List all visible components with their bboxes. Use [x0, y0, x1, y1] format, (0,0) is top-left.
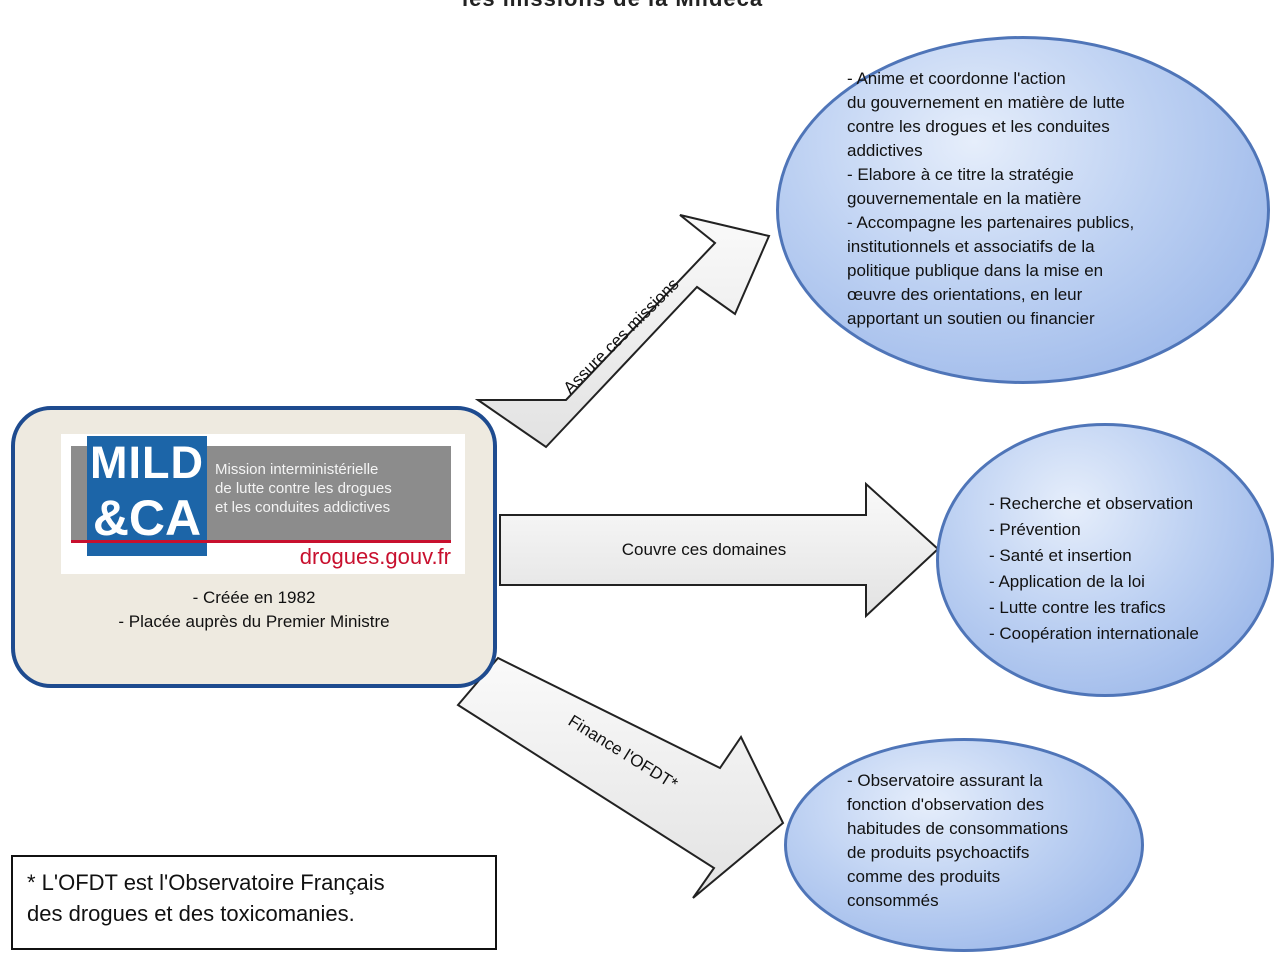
mildeca-logo: MILD &CA Mission interministérielle de l…	[61, 434, 465, 574]
arrow-missions	[474, 214, 771, 449]
missions-line: contre les drogues et les conduites	[847, 117, 1110, 136]
fact-line: - Placée auprès du Premier Ministre	[118, 612, 390, 631]
arrow-domaines-label: Couvre ces domaines	[622, 540, 786, 559]
ofdt-text: - Observatoire assurant la fonction d'ob…	[847, 769, 1068, 913]
domaines-ellipse: - Recherche et observation - Prévention …	[936, 423, 1274, 697]
missions-ellipse: - Anime et coordonne l'action du gouvern…	[776, 36, 1270, 384]
arrow-domaines	[499, 481, 940, 619]
missions-line: politique publique dans la mise en	[847, 261, 1104, 280]
domaine-line: - Prévention	[989, 520, 1081, 539]
missions-line: œuvre des orientations, en leur	[847, 285, 1083, 304]
logo-desc-line: Mission interministérielle	[215, 461, 379, 478]
domaine-line: - Santé et insertion	[989, 546, 1132, 565]
logo-desc-line: de lutte contre les drogues	[215, 480, 392, 497]
logo-url: drogues.gouv.fr	[299, 544, 451, 569]
ofdt-line: de produits psychoactifs	[847, 843, 1030, 862]
ofdt-line: comme des produits	[847, 867, 1001, 886]
missions-line: - Elabore à ce titre la stratégie	[847, 165, 1074, 184]
footnote-line: * L'OFDT est l'Observatoire Français	[27, 870, 385, 895]
domaine-line: - Recherche et observation	[989, 494, 1194, 513]
logo-acronym-line2: &CA	[92, 490, 202, 546]
missions-line: apportant un soutien ou financier	[847, 309, 1095, 328]
missions-line: institutionnels et associatifs de la	[847, 237, 1095, 256]
missions-line: addictives	[847, 141, 923, 160]
logo-red-line	[71, 540, 451, 543]
arrow-missions-label: Assure ces missions	[560, 275, 683, 398]
mildeca-facts: - Créée en 1982 - Placée auprès du Premi…	[15, 586, 493, 634]
ofdt-line: habitudes de consommations	[847, 819, 1069, 838]
missions-line: - Accompagne les partenaires publics,	[847, 213, 1135, 232]
ofdt-ellipse: - Observatoire assurant la fonction d'ob…	[784, 738, 1144, 952]
missions-line: - Anime et coordonne l'action	[847, 69, 1066, 88]
ofdt-line: consommés	[847, 891, 939, 910]
missions-text: - Anime et coordonne l'action du gouvern…	[847, 67, 1134, 331]
footnote-line: des drogues et des toxicomanies.	[27, 901, 355, 926]
logo-blue-block: MILD &CA	[87, 436, 207, 556]
footnote-box: * L'OFDT est l'Observatoire Français des…	[11, 855, 497, 950]
missions-line: du gouvernement en matière de lutte	[847, 93, 1125, 112]
arrow-ofdt	[456, 656, 785, 899]
ofdt-line: - Observatoire assurant la	[847, 771, 1043, 790]
logo-desc-line: et les conduites addictives	[215, 499, 391, 516]
domaine-line: - Coopération internationale	[989, 624, 1199, 643]
domaine-line: - Application de la loi	[989, 572, 1145, 591]
mildeca-box: MILD &CA Mission interministérielle de l…	[11, 406, 497, 688]
domaine-line: - Lutte contre les trafics	[989, 598, 1166, 617]
fact-line: - Créée en 1982	[192, 588, 316, 607]
page-title: les missions de la Mildeca	[462, 0, 862, 12]
domaines-text: - Recherche et observation - Prévention …	[989, 491, 1199, 647]
ofdt-line: fonction d'observation des	[847, 795, 1044, 814]
logo-description: Mission interministérielle de lutte cont…	[215, 460, 455, 517]
missions-line: gouvernementale en la matière	[847, 189, 1082, 208]
logo-acronym-line1: MILD	[90, 437, 204, 488]
